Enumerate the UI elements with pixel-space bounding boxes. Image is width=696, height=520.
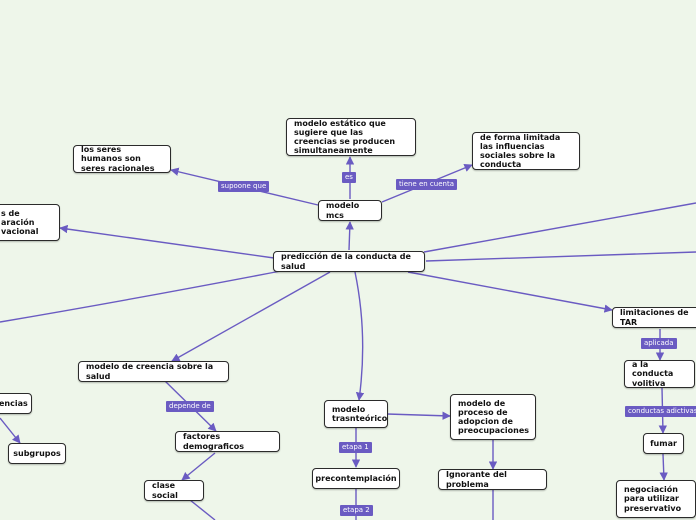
- node-factores-demograficos[interactable]: factores demograficos: [175, 431, 280, 452]
- edge-root-offleft: [0, 269, 287, 323]
- edge-root-creencia: [171, 271, 331, 362]
- node-modelo-estatico[interactable]: modelo estático que sugiere que las cree…: [286, 118, 416, 156]
- edge-root-offright-2: [425, 251, 696, 262]
- edge-encias-subgrupos: [0, 417, 21, 444]
- node-conducta-volitiva[interactable]: a la conducta volitiva: [624, 360, 695, 388]
- node-cut-left[interactable]: s de aración vacional: [0, 204, 60, 241]
- node-ignorante[interactable]: Ignorante del problema: [438, 469, 547, 490]
- node-limitaciones[interactable]: limitaciones de TAR: [612, 307, 696, 328]
- edge-label-depende-de: depende de: [166, 401, 214, 412]
- edge-root-offright-1: [423, 202, 696, 253]
- edge-label-es: es: [342, 172, 356, 183]
- node-precontemplacion[interactable]: precontemplación: [312, 468, 400, 489]
- node-fumar[interactable]: fumar: [643, 433, 684, 454]
- root-node[interactable]: predicción de la conducta de salud: [273, 251, 425, 272]
- edge-root-transteorico: [354, 271, 365, 401]
- edge-label-etapa-1: etapa 1: [339, 442, 372, 453]
- edge-fumar-negociacion: [659, 453, 668, 481]
- edge-label-tiene-en-cuenta: tiene en cuenta: [396, 179, 457, 190]
- node-cut-encias[interactable]: encias: [0, 393, 32, 414]
- edge-root-limitaciones: [407, 271, 613, 313]
- node-clase-social[interactable]: clase social: [144, 480, 204, 501]
- edge-label-aplicada: aplicada: [641, 338, 677, 349]
- node-creencia-salud[interactable]: modelo de creencia sobre la salud: [78, 361, 229, 382]
- node-modelo-mcs[interactable]: modelo mcs: [318, 200, 382, 221]
- edge-clase-down: [189, 499, 216, 520]
- edge-label-supone-que: supoone que: [218, 181, 270, 192]
- edge-label-etapa-2: etapa 2: [340, 505, 373, 516]
- edge-label-conductas-adictivas: conductas adictivas: [625, 406, 696, 417]
- node-subgrupos[interactable]: subgrupos: [8, 443, 66, 464]
- edge-root-mcs: [345, 221, 354, 251]
- node-seres-racionales[interactable]: los seres humanos son seres racionales: [73, 145, 171, 173]
- edge-transteorico-proceso: [386, 411, 451, 420]
- edge-factores-clase: [181, 452, 216, 481]
- node-negociacion[interactable]: negociación para utilizar preservativo: [616, 480, 696, 518]
- node-proceso-adopcion[interactable]: modelo de proceso de adopcion de preocup…: [450, 394, 536, 440]
- edge-root-left: [59, 224, 275, 259]
- node-forma-limitada[interactable]: de forma limitada las influencias social…: [472, 132, 580, 170]
- node-transteorico[interactable]: modelo trasnteórico: [324, 400, 388, 428]
